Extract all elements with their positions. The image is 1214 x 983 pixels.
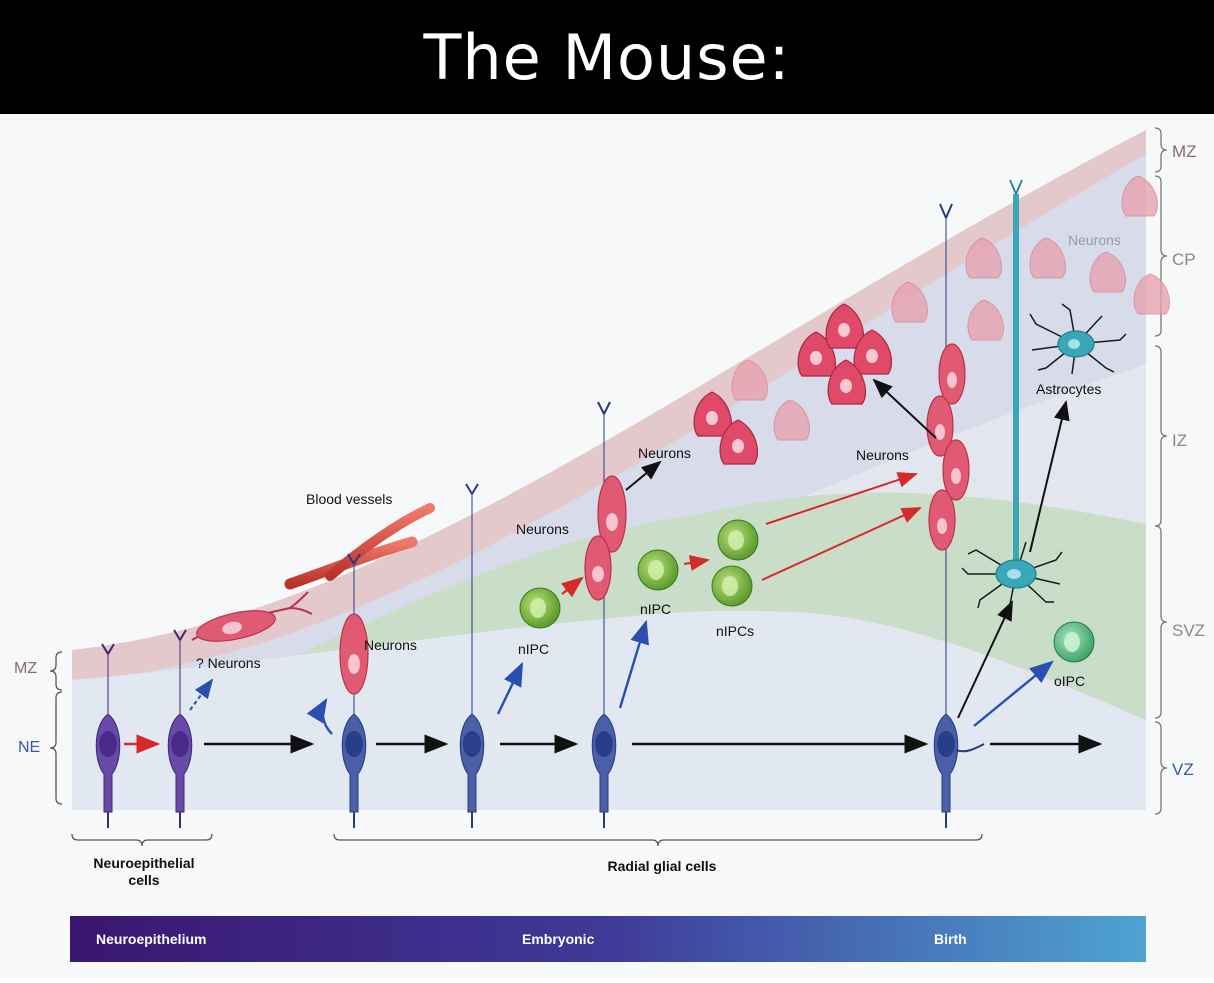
left-ne-label: NE <box>18 739 40 756</box>
page-title: The Mouse: <box>423 20 791 94</box>
left-mz-label: MZ <box>14 660 37 677</box>
nipc-label-1: nIPC <box>518 641 549 657</box>
nipc-generation-arrow <box>618 619 649 709</box>
neuron-emergence-arrow <box>306 697 333 735</box>
radial-glial-cell <box>933 203 985 828</box>
diagram-area: MZ NE MZ CP IZ SVZ VZ ? Neurons <box>0 114 1214 978</box>
astrocytes-label: Astrocytes <box>1036 381 1101 397</box>
astrocyte-generation-arrow <box>957 600 1013 719</box>
neurons-label-1: Neurons <box>364 637 417 653</box>
blood-vessels <box>284 503 435 590</box>
oipc-label: oIPC <box>1054 673 1085 689</box>
migrating-neuron <box>597 475 627 553</box>
nipcs-label: nIPCs <box>716 623 754 639</box>
right-brackets: MZ CP IZ SVZ VZ <box>1154 127 1205 815</box>
timeline-end-label: Birth <box>934 931 967 947</box>
question-neurons-label: ? Neurons <box>196 655 261 671</box>
radial-astrocyte <box>961 179 1063 609</box>
neuron-cluster <box>693 303 893 465</box>
right-svz-label: SVZ <box>1172 621 1205 640</box>
cortical-layers <box>72 130 1146 810</box>
cortex-development-diagram: MZ NE MZ CP IZ SVZ VZ ? Neurons <box>14 127 1205 962</box>
nipc-to-neuron-arrow <box>765 472 918 525</box>
nipc-to-neuron-arrow <box>761 507 922 581</box>
nipc-cell <box>717 519 759 561</box>
oipc-cell <box>1053 621 1095 663</box>
astrocyte <box>1029 303 1127 375</box>
nipc-generation-arrow <box>496 661 524 715</box>
title-bar: The Mouse: <box>0 0 1214 114</box>
nipc-cell <box>637 549 679 591</box>
right-cp-label: CP <box>1172 250 1196 269</box>
neuron-cluster-nuclei <box>706 323 878 453</box>
timeline-middle-label: Embryonic <box>522 931 595 947</box>
neuroepithelial-cell <box>167 629 193 828</box>
neuroepithelial-cell <box>95 643 121 828</box>
blood-vessels-label: Blood vessels <box>306 491 392 507</box>
neuron-migration-arrow <box>872 378 937 439</box>
group-brackets <box>71 833 983 847</box>
timeline-start-label: Neuroepithelium <box>96 931 206 947</box>
migrating-neuron <box>339 613 369 695</box>
neuroepithelial-cells-label-line2: cells <box>128 872 159 888</box>
neuron-question-arrow <box>189 678 214 711</box>
radial-glial-cell <box>591 401 617 828</box>
cp-neurons-label: Neurons <box>1068 232 1121 248</box>
oipc-generation-arrow <box>973 660 1054 727</box>
neurons-label-4: Neurons <box>856 447 909 463</box>
nipc-cell <box>711 565 753 607</box>
right-iz-label: IZ <box>1172 431 1187 450</box>
nipc-label-2: nIPC <box>640 601 671 617</box>
migrating-neuron <box>584 535 612 601</box>
astrocyte-generation-arrow <box>1029 400 1070 553</box>
left-brackets: MZ NE <box>14 651 63 805</box>
nipc-division-arrow <box>683 555 710 571</box>
right-mz-label: MZ <box>1172 142 1197 161</box>
right-vz-label: VZ <box>1172 760 1194 779</box>
migrating-neuron <box>191 591 313 642</box>
neuron-chain-nuclei <box>935 372 961 534</box>
radial-glial-cell <box>459 483 485 828</box>
svz-band <box>300 492 1146 720</box>
neurons-label-3: Neurons <box>638 445 691 461</box>
cortical-plate-neurons <box>731 175 1170 441</box>
neuron-migration-arrow <box>625 460 662 491</box>
nipc-to-neuron-arrow <box>561 576 584 598</box>
timeline-bar: Neuroepithelium Embryonic Birth <box>70 916 1146 962</box>
neuroepithelial-cells-label-line1: Neuroepithelial <box>93 855 194 871</box>
nipc-cell <box>519 587 561 629</box>
radial-glial-cell <box>341 553 367 828</box>
neurons-label-2: Neurons <box>516 521 569 537</box>
radial-glial-cells-label: Radial glial cells <box>608 858 717 874</box>
